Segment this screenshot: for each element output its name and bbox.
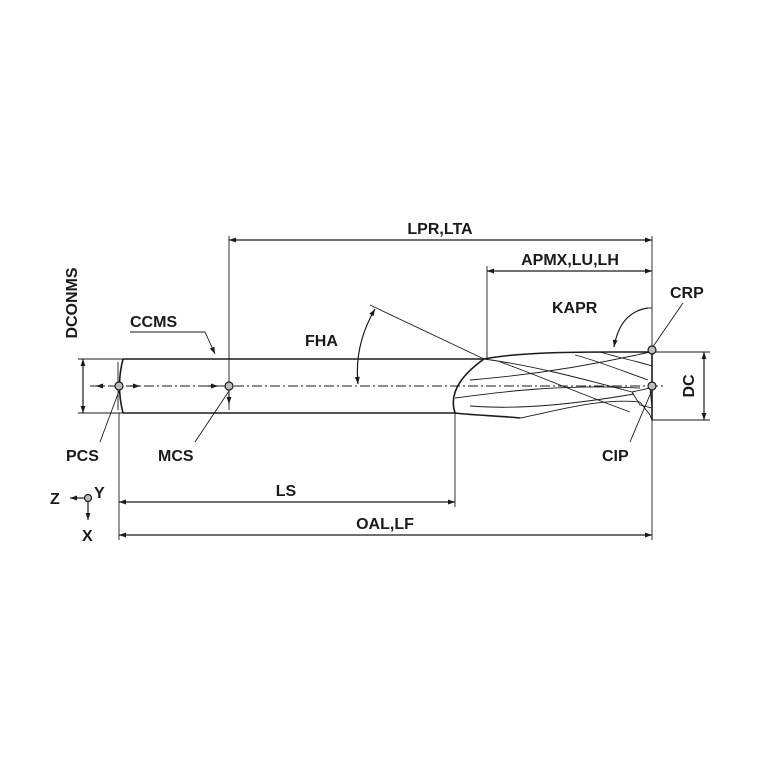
leader-lines [99, 302, 684, 443]
label-kapr: KAPR [552, 300, 598, 317]
label-apmx-lu-lh: APMX,LU,LH [521, 252, 619, 269]
coordinate-axes-icon [70, 493, 93, 520]
label-axis-y: Y [94, 485, 105, 502]
extension-lines [78, 236, 710, 540]
label-ccms: CCMS [130, 314, 177, 331]
flute-section [452, 351, 653, 421]
cip-point [647, 381, 657, 391]
pcs-point [114, 381, 124, 391]
label-axis-x: X [82, 528, 93, 545]
pcs-mcs-arrows [96, 383, 232, 404]
kapr-angle [612, 307, 652, 348]
label-cip: CIP [602, 448, 629, 465]
label-oal-lf: OAL,LF [356, 516, 414, 533]
mcs-point [224, 381, 234, 391]
label-axis-z: Z [50, 491, 60, 508]
label-crp: CRP [670, 285, 704, 302]
label-mcs: MCS [158, 448, 194, 465]
label-ls: LS [276, 483, 297, 500]
label-fha: FHA [305, 333, 338, 350]
crp-point [647, 345, 657, 355]
label-pcs: PCS [66, 448, 99, 465]
fha-angle [354, 304, 485, 385]
label-dconms: DCONMS [64, 267, 81, 338]
label-lpr-lta: LPR,LTA [407, 221, 473, 238]
label-dc: DC [681, 374, 698, 398]
